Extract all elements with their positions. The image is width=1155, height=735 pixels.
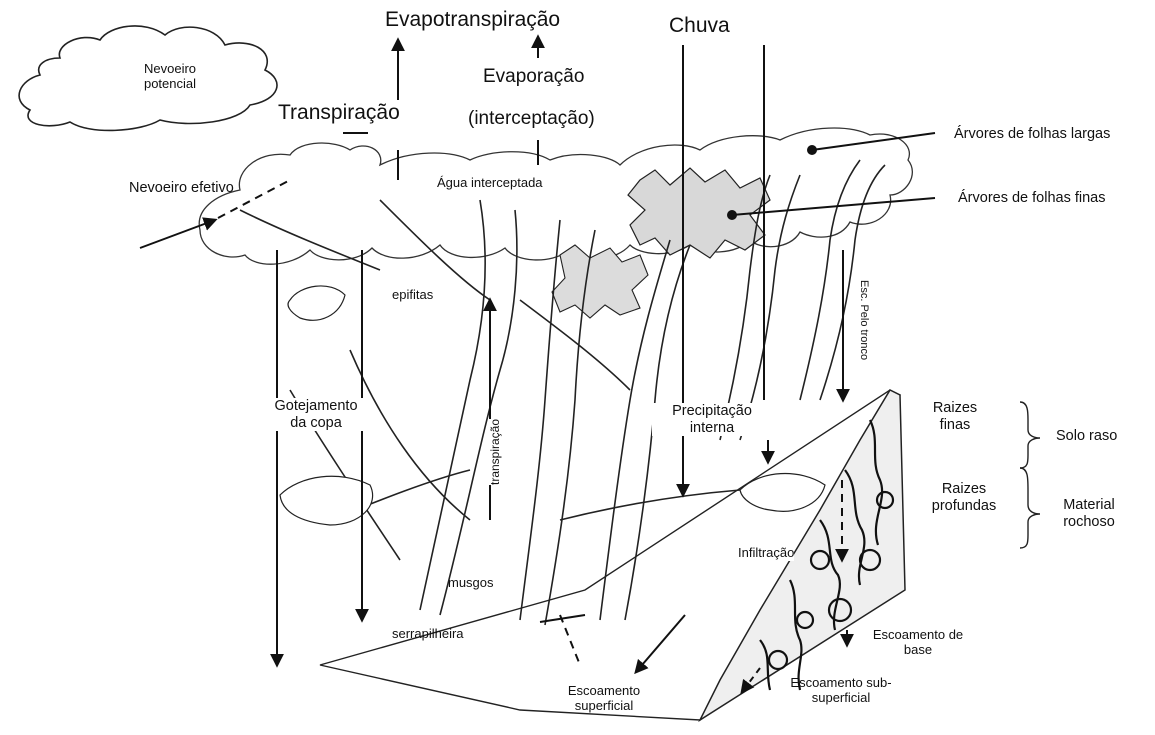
label-material-rochoso-line1: Material (1050, 497, 1128, 514)
canopy-outline (199, 128, 912, 264)
label-escoamento-superficial: Escoamento superficial (556, 684, 652, 714)
label-interceptacao: (interceptação) (468, 108, 595, 130)
label-gotejamento-line1: Gotejamento (268, 398, 364, 415)
label-gotejamento: Gotejamento da copa (268, 398, 364, 431)
broadleaf-dot (807, 145, 817, 155)
label-nevoeiro-potencial: Nevoeiro potencial (125, 62, 215, 92)
label-escoamento-sub: Escoamento sub- superficial (782, 676, 900, 706)
label-material-rochoso: Material rochoso (1050, 497, 1128, 530)
label-escoamento-base: Escoamento de base (868, 628, 968, 658)
label-raizes-finas-line1: Raizes (920, 400, 990, 417)
label-precipitacao-line1: Precipitação (652, 403, 772, 420)
label-precipitacao-interna: Precipitação interna (652, 403, 772, 436)
label-infiltracao: Infiltração (738, 546, 794, 561)
label-nevoeiro-potencial-line1: Nevoeiro (125, 62, 215, 77)
label-escoamento-sub-line2: superficial (782, 691, 900, 706)
label-escoamento-superficial-line2: superficial (556, 699, 652, 714)
label-solo-raso: Solo raso (1056, 428, 1117, 445)
label-raizes-finas-line2: finas (920, 417, 990, 434)
label-raizes-profundas-line1: Raizes (918, 481, 1010, 498)
label-transpiracao-vertical: transpiração (489, 419, 503, 485)
leaf-left-lower (280, 476, 373, 525)
label-epifitas: epifitas (392, 288, 433, 303)
label-transpiracao: Transpiração (278, 101, 400, 125)
label-nevoeiro-efetivo: Nevoeiro efetivo (129, 180, 234, 197)
label-arvores-folhas-finas: Árvores de folhas finas (958, 190, 1106, 207)
label-evapotranspiracao: Evapotranspiração (385, 8, 560, 32)
broadleaf-pointer (812, 133, 935, 150)
label-escoamento-base-line1: Escoamento de (868, 628, 968, 643)
label-nevoeiro-potencial-line2: potencial (125, 77, 215, 92)
label-precipitacao-line2: interna (652, 420, 772, 437)
label-chuva: Chuva (669, 14, 730, 38)
label-raizes-profundas: Raizes profundas (918, 481, 1010, 514)
label-raizes-finas: Raizes finas (920, 400, 990, 433)
label-arvores-folhas-largas: Árvores de folhas largas (954, 126, 1110, 143)
litter-dash (560, 615, 580, 665)
material-rochoso-brace (1020, 468, 1040, 548)
label-escoamento-superficial-line1: Escoamento (556, 684, 652, 699)
label-material-rochoso-line2: rochoso (1050, 514, 1128, 531)
label-serrapilheira: serrapilheira (392, 627, 464, 642)
label-gotejamento-line2: da copa (268, 415, 364, 432)
label-evaporacao: Evaporação (483, 66, 584, 88)
label-agua-interceptada: Água interceptada (437, 176, 543, 191)
label-raizes-profundas-line2: profundas (918, 498, 1010, 515)
leaf-left-upper (288, 286, 345, 320)
label-escoamento-sub-line1: Escoamento sub- (782, 676, 900, 691)
mid-foliage (552, 245, 648, 318)
label-escoamento-base-line2: base (868, 643, 968, 658)
label-esc-pelo-tronco: Esc. Pelo tronco (857, 280, 870, 360)
surface-runoff-arrow (636, 615, 685, 672)
solo-raso-brace (1020, 402, 1040, 468)
fineleaf-dot (727, 210, 737, 220)
label-musgos: musgos (448, 576, 494, 591)
